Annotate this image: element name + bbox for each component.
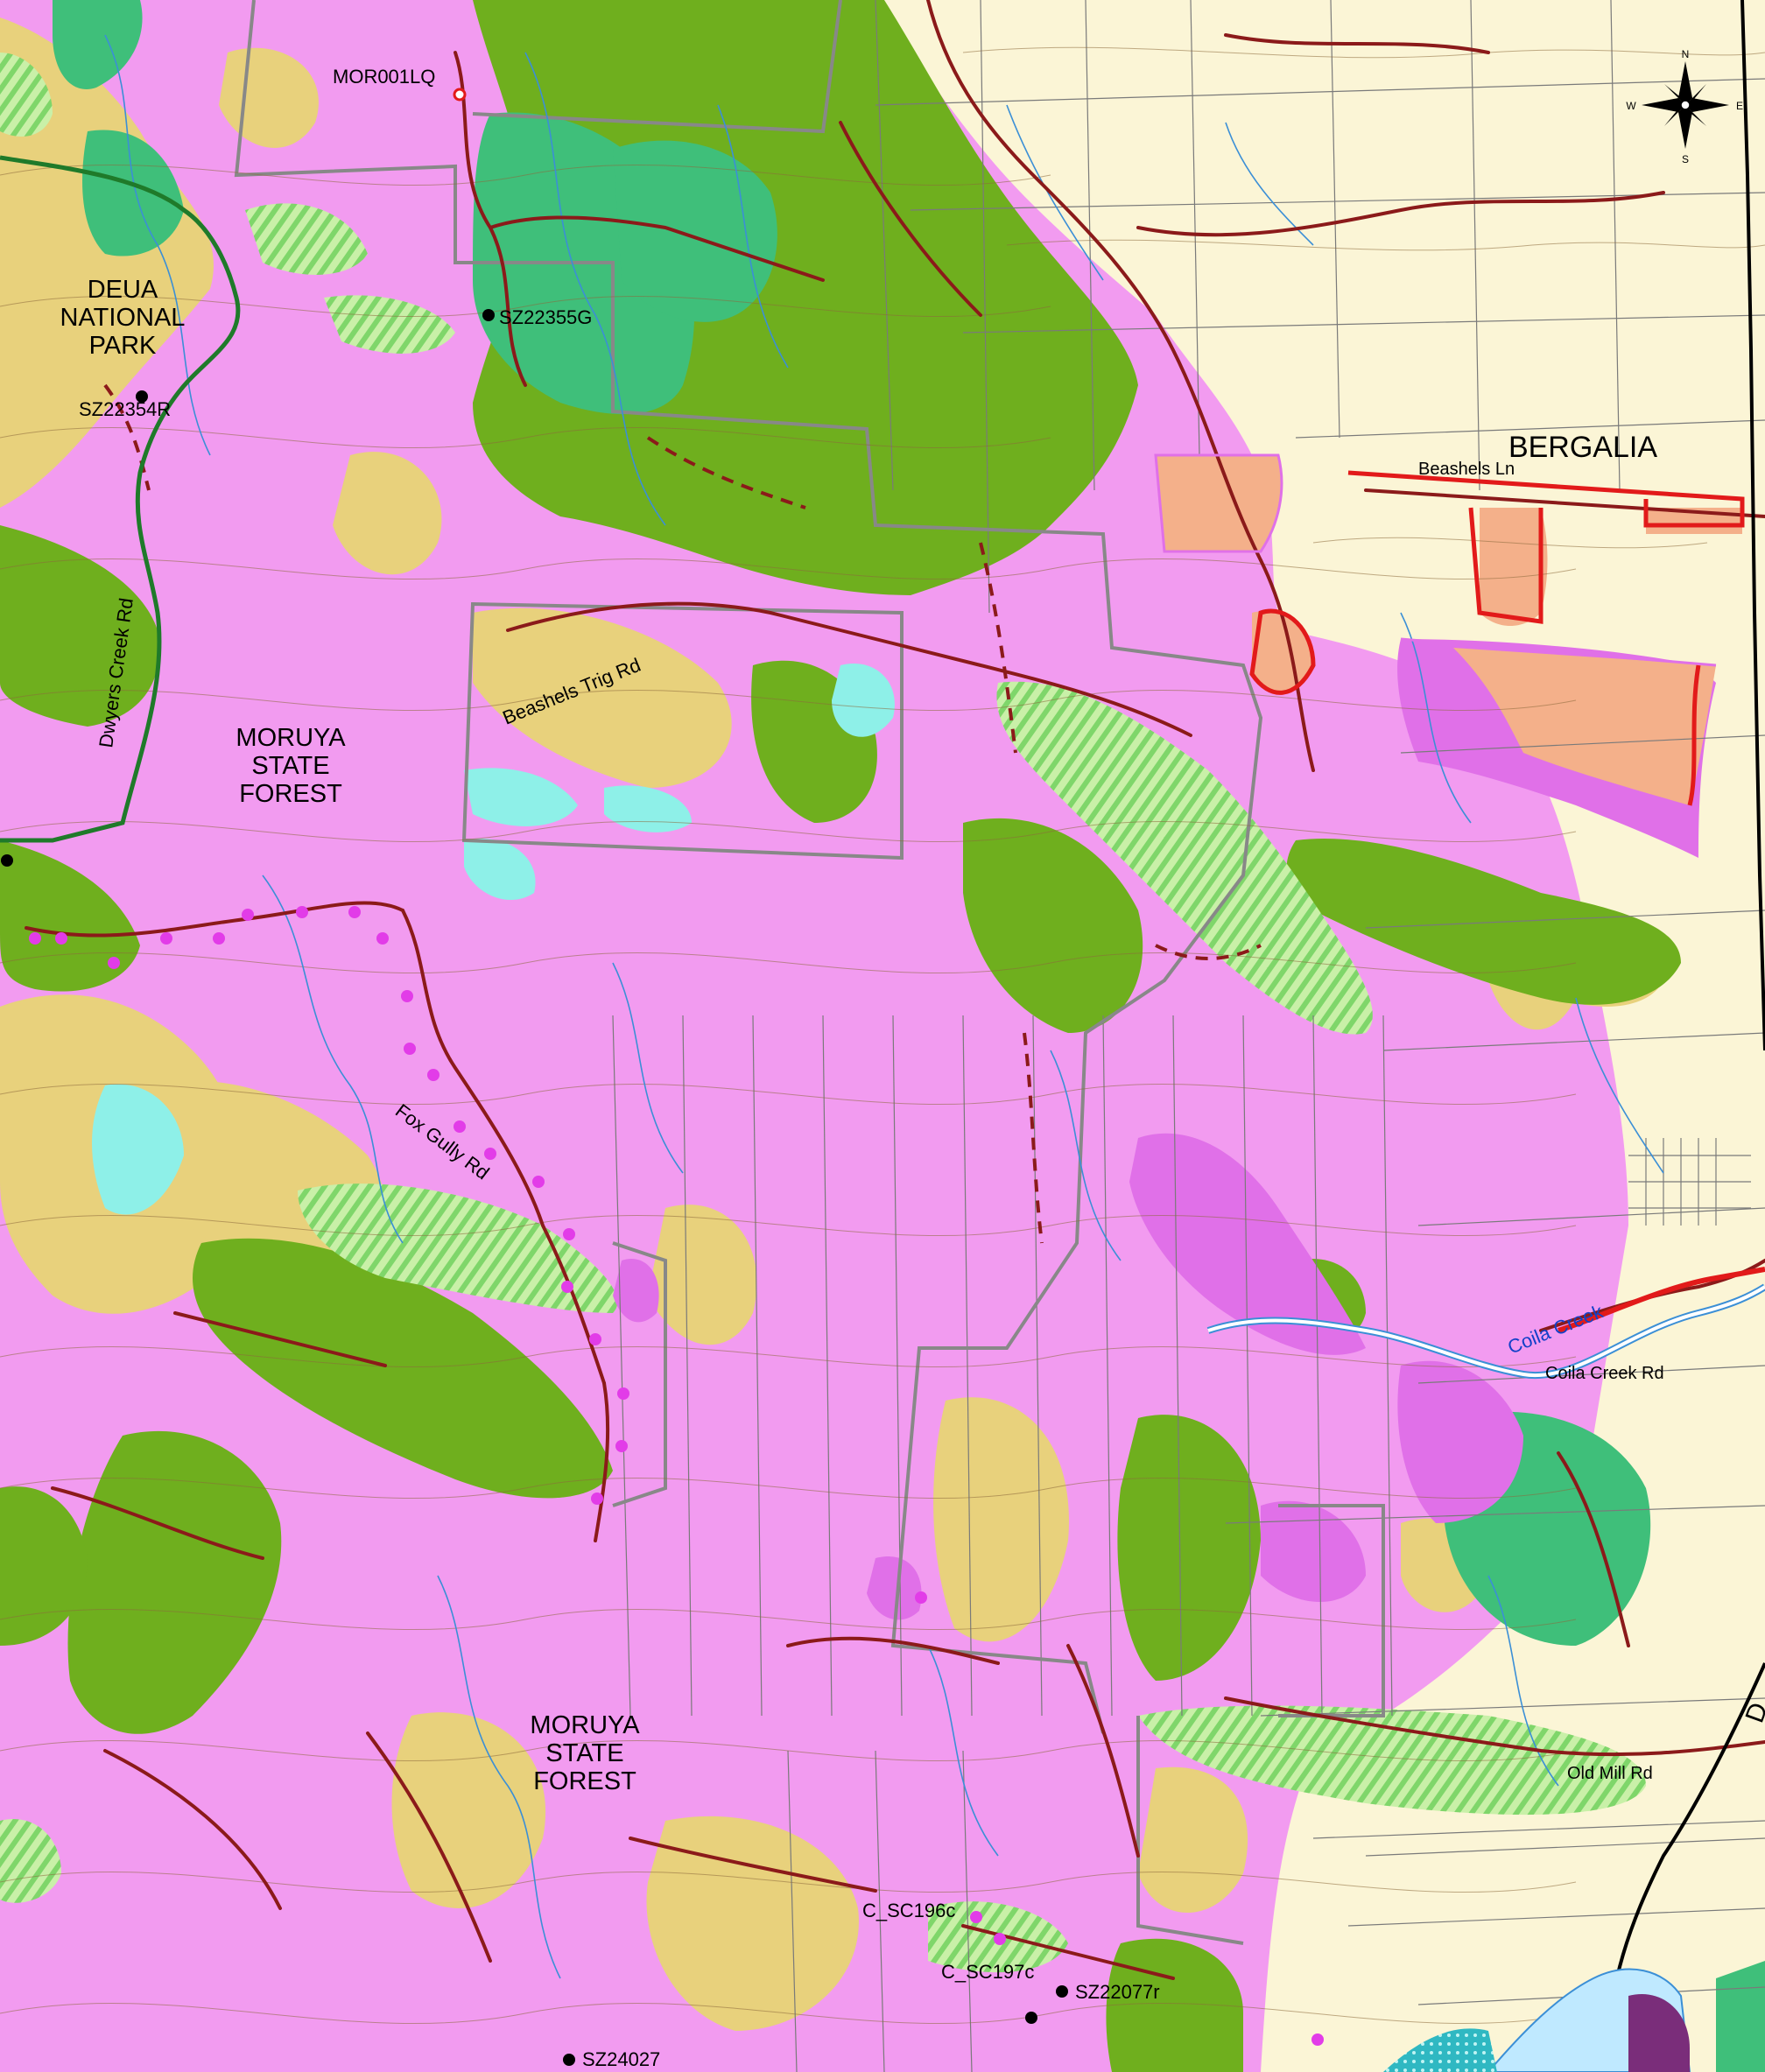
point-icon bbox=[563, 2054, 575, 2066]
compass-rose-icon: N S E W bbox=[1626, 48, 1743, 165]
label-park: PARK bbox=[89, 332, 157, 360]
point-label-mor001lq: MOR001LQ bbox=[333, 66, 435, 88]
magenta-wetland bbox=[1628, 1994, 1690, 2072]
sample-star-icon bbox=[296, 906, 308, 918]
sample-star-icon bbox=[160, 932, 172, 945]
compass-n: N bbox=[1682, 48, 1690, 60]
sample-star-icon bbox=[29, 932, 41, 945]
sample-star-icon bbox=[213, 932, 225, 945]
national-park-boundary bbox=[0, 155, 241, 843]
sample-star-icon bbox=[591, 1493, 603, 1505]
coila-creek-road-red bbox=[1558, 1267, 1765, 1333]
point-labels: MOR001LQ SZ22355G SZ22354R C_SC196c C_SC… bbox=[79, 66, 1160, 2070]
point-icon bbox=[1025, 2012, 1037, 2024]
road-label-old-mill: Old Mill Rd bbox=[1567, 1764, 1653, 1783]
label-moruya-1: MORUYA bbox=[236, 724, 346, 752]
point-icon bbox=[1056, 1985, 1068, 1998]
roads bbox=[25, 0, 1765, 1980]
label-national: NATIONAL bbox=[60, 304, 186, 332]
area-labels: DEUA NATIONAL PARK MORUYA STATE FOREST M… bbox=[60, 276, 1658, 1795]
coila-creek-river-inner bbox=[1207, 1285, 1765, 1378]
sample-star-icon bbox=[563, 1228, 575, 1240]
compass-e: E bbox=[1736, 100, 1743, 112]
point-label-sz22077r: SZ22077r bbox=[1075, 1981, 1160, 2003]
point-label-c-sc196c: C_SC196c bbox=[862, 1900, 955, 1921]
sample-star-icon bbox=[915, 1591, 927, 1604]
sample-star-icon bbox=[1311, 2033, 1324, 2046]
label-bergalia: BERGALIA bbox=[1508, 431, 1657, 464]
sample-star-icon bbox=[376, 932, 389, 945]
label-forest-2: FOREST bbox=[533, 1767, 636, 1795]
streams bbox=[104, 34, 1664, 1979]
sample-star-icon bbox=[404, 1043, 416, 1055]
sample-star-icon bbox=[454, 1120, 466, 1133]
compass-s: S bbox=[1682, 153, 1689, 165]
cyan-areas bbox=[92, 664, 895, 1215]
sample-star-icon bbox=[484, 1148, 496, 1160]
sample-star-icon bbox=[108, 957, 120, 969]
highway-black bbox=[1740, 0, 1765, 1051]
cadastre-lines bbox=[612, 0, 1765, 2072]
red-point-icon bbox=[453, 88, 467, 102]
sample-star-icon bbox=[348, 906, 361, 918]
label-moruya-2: MORUYA bbox=[530, 1711, 640, 1739]
sample-star-icon bbox=[561, 1281, 573, 1293]
point-label-sz22355g: SZ22355G bbox=[499, 306, 592, 328]
label-deua: DEUA bbox=[88, 276, 158, 304]
sample-star-icon bbox=[589, 1333, 601, 1345]
dashed-tracks bbox=[103, 383, 1262, 1244]
contour-lines bbox=[0, 46, 1765, 2025]
bergalia-red-boundary bbox=[1249, 470, 1745, 806]
sample-star-icon bbox=[427, 1069, 439, 1081]
point-label-sz24027: SZ24027 bbox=[582, 2048, 660, 2070]
sample-star-icon bbox=[994, 1933, 1006, 1945]
point-icon bbox=[1, 854, 13, 867]
compass-w: W bbox=[1626, 100, 1636, 112]
road-label-beashels-ln: Beashels Ln bbox=[1418, 460, 1515, 479]
road-label-coila-creek-rd: Coila Creek Rd bbox=[1545, 1364, 1664, 1383]
sample-star-icon bbox=[970, 1911, 982, 1923]
sample-site-markers bbox=[29, 906, 1324, 2046]
label-state-1: STATE bbox=[251, 752, 329, 780]
sample-star-icon bbox=[615, 1440, 628, 1452]
salmon-parcels bbox=[1156, 455, 1742, 805]
label-forest-1: FOREST bbox=[239, 780, 342, 808]
sample-star-icon bbox=[617, 1387, 629, 1400]
label-state-2: STATE bbox=[545, 1739, 623, 1767]
sample-star-icon bbox=[55, 932, 67, 945]
sample-star-icon bbox=[242, 909, 254, 921]
point-label-c-sc197c: C_SC197c bbox=[941, 1961, 1034, 1983]
sample-star-icon bbox=[532, 1176, 545, 1188]
point-icon bbox=[482, 309, 495, 321]
wetland-hatch bbox=[1383, 2028, 1497, 2072]
sample-star-icon bbox=[401, 990, 413, 1002]
point-icon bbox=[136, 390, 148, 403]
pink-outline-boundary bbox=[1154, 453, 1717, 667]
survey-point-markers bbox=[1, 309, 1068, 2066]
point-label-sz22354r: SZ22354R bbox=[79, 398, 171, 420]
